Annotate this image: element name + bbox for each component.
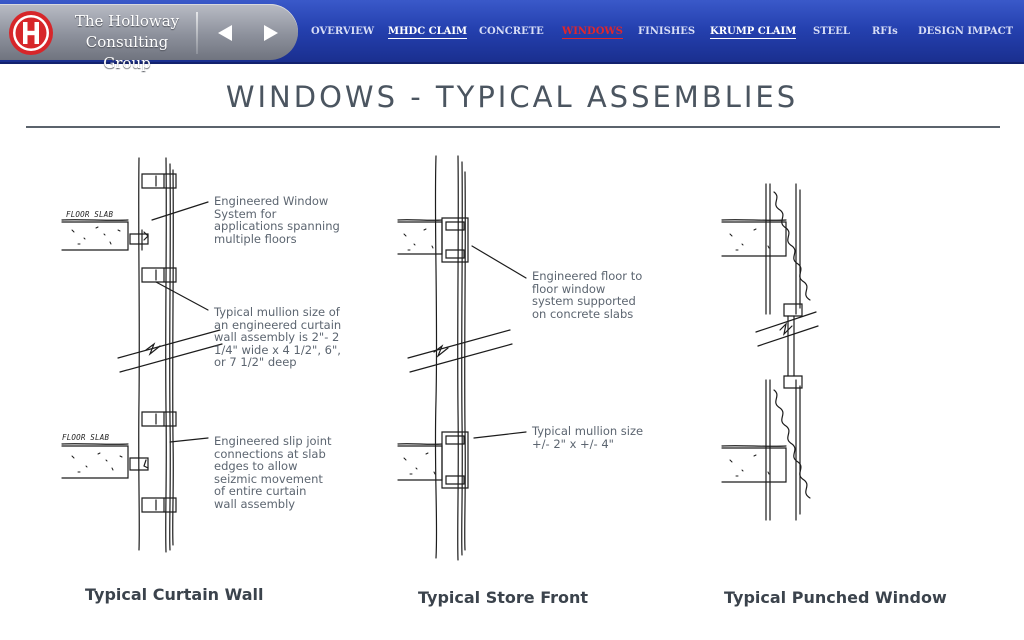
top-navigation-bar: The Holloway Consulting Group OVERVIEW M… (0, 0, 1024, 72)
company-name: The Holloway Consulting Group (62, 11, 192, 74)
nav-krump-claim[interactable]: KRUMP CLAIM (710, 26, 797, 39)
nav-design-impact[interactable]: DESIGN IMPACT (918, 26, 1014, 37)
company-name-line-1: The Holloway (74, 12, 180, 30)
next-page-arrow-icon[interactable] (260, 22, 282, 44)
curtain-wall-slab-label-top: FLOOR SLAB (66, 210, 114, 219)
company-name-line-2: Consulting Group (85, 33, 169, 72)
curtain-wall-note-slip-joint: Engineered slip joint connections at sla… (214, 434, 332, 511)
holloway-logo-icon (9, 11, 53, 55)
nav-rfis[interactable]: RFIs (872, 26, 898, 37)
nav-finishes[interactable]: FINISHES (638, 26, 696, 37)
curtain-wall-caption: Typical Curtain Wall (85, 585, 264, 604)
punched-window-section-drawing (718, 180, 828, 525)
nav-mhdc-claim[interactable]: MHDC CLAIM (388, 26, 468, 39)
curtain-wall-slab-label-bottom: FLOOR SLAB (62, 433, 110, 442)
previous-page-arrow-icon[interactable] (214, 22, 236, 44)
curtain-wall-note-window-system: Engineered Window System for application… (214, 194, 340, 246)
nav-overview[interactable]: OVERVIEW (311, 26, 375, 37)
page-title: WINDOWS - TYPICAL ASSEMBLIES (225, 80, 799, 114)
nav-concrete[interactable]: CONCRETE (479, 26, 544, 37)
title-divider (26, 126, 1000, 128)
curtain-wall-note-mullion-size: Typical mullion size of an engineered cu… (214, 305, 342, 370)
store-front-section-drawing (394, 150, 534, 565)
punched-window-caption: Typical Punched Window (724, 588, 947, 607)
store-front-note-mullion-size: Typical mullion size +/- 2" x +/- 4" (532, 424, 644, 451)
brand-panel: The Holloway Consulting Group (0, 4, 298, 72)
brand-divider (196, 12, 198, 54)
nav-steel[interactable]: STEEL (813, 26, 850, 37)
store-front-note-floor-system: Engineered floor to floor window system … (532, 269, 643, 321)
store-front-caption: Typical Store Front (418, 588, 589, 607)
nav-windows[interactable]: WINDOWS (562, 26, 623, 39)
curtain-wall-section-drawing: FLOOR SLAB FLOOR SLAB (60, 150, 280, 560)
